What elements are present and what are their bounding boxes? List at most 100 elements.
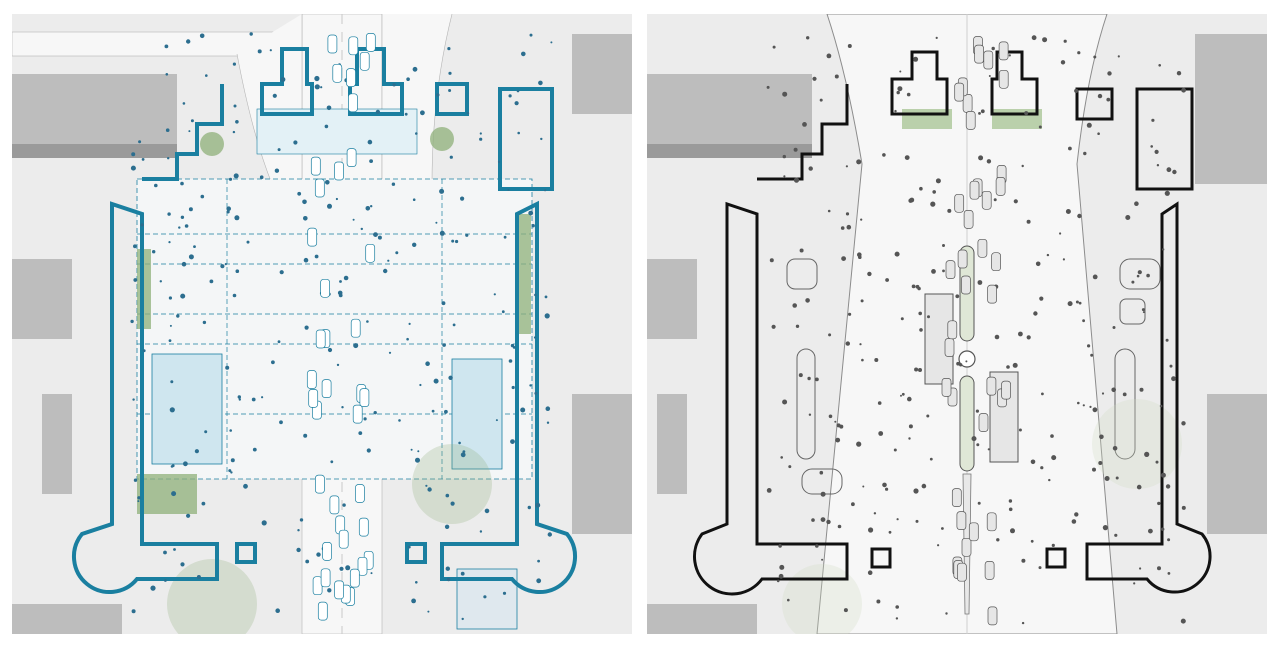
pedestrian-mark: [1030, 539, 1034, 543]
building-block: [12, 259, 72, 339]
pedestrian-mark: [834, 74, 839, 79]
pedestrian-mark: [1167, 572, 1171, 575]
car-mark: [348, 36, 359, 56]
pedestrian-mark: [1048, 478, 1051, 482]
pedestrian-mark: [1181, 87, 1186, 93]
pedestrian-mark: [479, 530, 483, 533]
pedestrian-mark: [873, 512, 877, 515]
car-mark: [357, 556, 368, 576]
car-mark: [962, 94, 973, 113]
pedestrian-mark: [1098, 461, 1103, 465]
car-mark: [961, 275, 971, 295]
pedestrian-mark: [297, 529, 300, 532]
pedestrian-mark: [182, 102, 186, 105]
pedestrian-mark: [252, 447, 257, 452]
pedestrian-mark: [452, 323, 456, 327]
pedestrian-mark: [778, 573, 784, 579]
pedestrian-mark: [171, 491, 177, 497]
pedestrian-mark: [261, 396, 264, 399]
pedestrian-mark: [168, 296, 172, 300]
pedestrian-mark: [420, 110, 425, 116]
car-mark: [965, 111, 976, 130]
pedestrian-mark: [1155, 460, 1159, 464]
pedestrian-mark: [204, 430, 208, 434]
pedestrian-mark: [1092, 467, 1096, 472]
pedestrian-mark: [229, 429, 232, 432]
pedestrian-mark: [188, 207, 193, 212]
car-mark: [951, 488, 962, 507]
car-mark: [349, 568, 360, 588]
pedestrian-mark: [527, 505, 531, 510]
pedestrian-mark: [1093, 55, 1097, 59]
pedestrian-mark: [170, 380, 174, 384]
pedestrian-mark: [508, 94, 512, 98]
pedestrian-mark: [1097, 93, 1103, 99]
car-mark: [358, 517, 369, 537]
pedestrian-mark: [363, 417, 367, 421]
pedestrian-mark: [297, 191, 302, 196]
pedestrian-mark: [782, 91, 788, 97]
car-mark: [327, 34, 338, 54]
pedestrian-mark: [788, 465, 792, 469]
existing-plan-drawing: [647, 14, 1267, 634]
pedestrian-mark: [412, 198, 416, 201]
pedestrian-mark: [410, 448, 413, 451]
pedestrian-mark: [877, 401, 882, 405]
pedestrian-mark: [1046, 253, 1050, 257]
pedestrian-mark: [243, 483, 248, 489]
pedestrian-mark: [862, 485, 865, 488]
pedestrian-mark: [812, 76, 817, 81]
pedestrian-mark: [805, 298, 810, 303]
pedestrian-mark: [1077, 213, 1082, 219]
pedestrian-mark: [793, 177, 800, 183]
proposed-plan-drawing: [12, 14, 632, 634]
pedestrian-mark: [209, 279, 214, 284]
building-shadow: [647, 144, 812, 158]
pedestrian-mark: [159, 280, 162, 283]
pedestrian-mark: [926, 414, 930, 418]
pedestrian-mark: [178, 226, 181, 229]
pedestrian-mark: [446, 577, 451, 582]
pedestrian-mark: [860, 299, 864, 303]
pedestrian-mark: [857, 252, 862, 257]
pedestrian-mark: [272, 93, 277, 98]
proposed-site-plan: [12, 14, 632, 634]
pedestrian-mark: [521, 51, 526, 57]
pedestrian-mark: [427, 610, 430, 613]
pedestrian-mark: [261, 520, 267, 526]
pedestrian-mark: [279, 270, 284, 275]
pedestrian-mark: [439, 230, 445, 236]
pedestrian-mark: [808, 166, 813, 171]
pedestrian-mark: [846, 224, 852, 230]
pedestrian-mark: [133, 478, 138, 482]
pedestrian-mark: [367, 139, 373, 145]
pedestrian-mark: [1026, 335, 1031, 340]
pedestrian-mark: [130, 165, 136, 171]
pedestrian-mark: [1115, 476, 1119, 480]
pedestrian-mark: [1067, 301, 1073, 307]
pedestrian-mark: [184, 224, 189, 228]
pedestrian-mark: [176, 314, 180, 318]
pedestrian-mark: [792, 303, 797, 308]
pedestrian-mark: [1082, 404, 1085, 407]
pedestrian-mark: [971, 436, 977, 442]
pedestrian-mark: [259, 175, 264, 179]
pedestrian-mark: [937, 544, 940, 547]
pedestrian-mark: [932, 190, 936, 194]
pedestrian-mark: [945, 612, 948, 615]
pedestrian-mark: [483, 595, 487, 599]
pedestrian-mark: [1181, 421, 1186, 426]
pedestrian-mark: [341, 406, 344, 409]
pedestrian-mark: [1062, 258, 1065, 261]
pedestrian-mark: [1071, 519, 1077, 524]
pedestrian-mark: [819, 470, 824, 475]
pedestrian-mark: [326, 105, 332, 111]
pedestrian-mark: [460, 196, 465, 201]
pedestrian-mark: [994, 334, 1000, 340]
pedestrian-mark: [1148, 528, 1153, 534]
pedestrian-mark: [1050, 434, 1054, 438]
car-mark: [947, 320, 958, 340]
pedestrian-mark: [1097, 132, 1100, 135]
pedestrian-mark: [836, 423, 841, 428]
